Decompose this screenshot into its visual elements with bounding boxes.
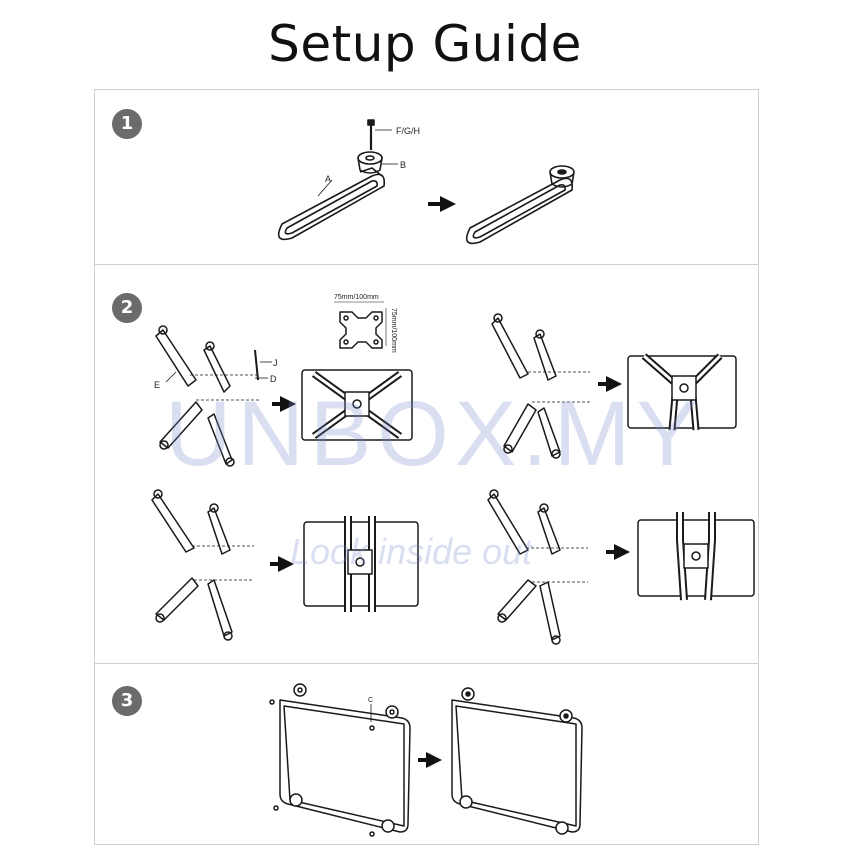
label-cap-c: C [368, 697, 373, 704]
monitor-with-caps-exploded [269, 683, 411, 837]
vesa-plate-illustration [334, 301, 387, 349]
step-1-badge: 1 [112, 109, 142, 139]
label-arm-a: A [325, 174, 331, 184]
arm-a-illustration [277, 167, 386, 241]
assembled-arm-illustration [465, 165, 575, 245]
step-divider-1 [94, 264, 759, 265]
monitor-h-arms [303, 516, 419, 612]
step-1-diagram [277, 119, 575, 245]
monitor-wide-arms [637, 512, 755, 601]
instructions-frame [94, 89, 759, 845]
exploded-brackets-h-pattern [151, 489, 254, 641]
step-2-badge: 2 [112, 293, 142, 323]
label-knob-b: B [400, 160, 406, 170]
monitor-with-caps-assembled [451, 687, 583, 835]
watermark-brand: UNBOX.MY [165, 383, 704, 485]
step-3-badge: 3 [112, 686, 142, 716]
label-washer-d: D [270, 374, 277, 384]
label-vesa-vertical: 75mm/100mm [390, 308, 397, 353]
exploded-brackets-x-pattern [155, 325, 272, 467]
exploded-brackets-wide-pattern [487, 489, 588, 645]
watermark-tagline: Look inside out [290, 531, 533, 572]
assembly-diagrams: F/G/H B A [151, 119, 755, 837]
monitor-y-arms [627, 353, 737, 431]
label-screw-j: J [273, 358, 278, 368]
bolt-fgh-illustration [367, 119, 392, 150]
knob-b-illustration [357, 151, 383, 174]
step-divider-2 [94, 663, 759, 664]
page-title: Setup Guide [268, 15, 582, 73]
label-spacer-e: E [154, 380, 160, 390]
label-vesa-horizontal: 75mm/100mm [334, 294, 379, 301]
label-bolt-fgh: F/G/H [396, 126, 420, 136]
exploded-brackets-y-pattern [491, 313, 590, 459]
monitor-x-arms [301, 369, 413, 441]
